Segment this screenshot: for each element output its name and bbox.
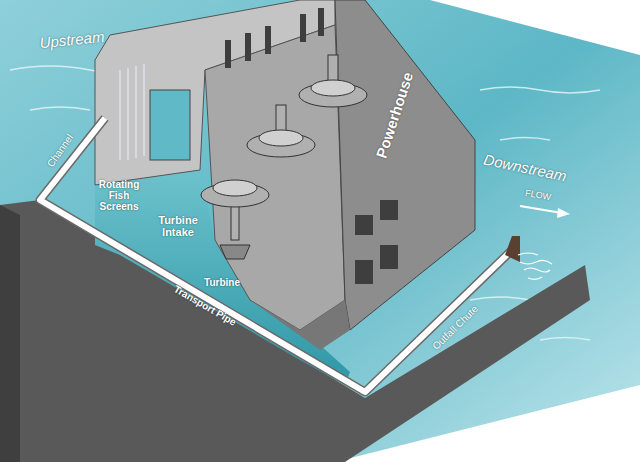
earth-face xyxy=(0,205,20,462)
part-label: Turbine xyxy=(192,277,252,288)
flow-label: FLOW xyxy=(513,187,564,205)
generators xyxy=(201,55,367,259)
region-label: Downstream xyxy=(460,146,591,189)
building-label: Powerhouse xyxy=(367,51,423,180)
outfall-splash xyxy=(518,253,552,279)
windows xyxy=(225,8,398,284)
flow-arrow xyxy=(520,206,570,218)
part-label: Rotating Fish Screens xyxy=(93,179,145,212)
pipe-outline xyxy=(40,118,512,392)
fish-screens xyxy=(120,64,190,160)
part-label: Outfall Chute xyxy=(419,292,491,362)
outfall-gate xyxy=(505,236,520,262)
region-label: Upstream xyxy=(11,26,132,55)
transport-pipe xyxy=(40,118,512,392)
part-label: Channel xyxy=(35,118,84,182)
part-label: Turbine Intake xyxy=(151,214,205,238)
powerhouse-face xyxy=(335,0,475,330)
draft-tube xyxy=(250,300,350,350)
